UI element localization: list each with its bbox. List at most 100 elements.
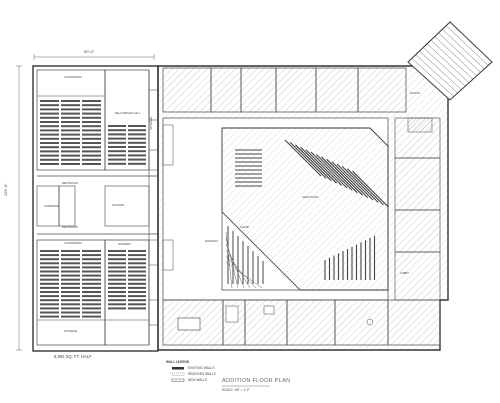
desk-row: [40, 266, 59, 269]
desk-row: [128, 129, 146, 132]
room-label-corridor: CORRIDOR: [44, 205, 59, 208]
room-label-choir: CHOIR: [240, 226, 249, 229]
desk-row: [128, 258, 146, 261]
desk-row: [82, 282, 101, 285]
canopy-slat: [407, 61, 451, 101]
desk-row: [128, 262, 146, 265]
pew-row: [295, 144, 332, 182]
desk-row: [40, 311, 59, 314]
desk-row: [82, 163, 101, 165]
desk-row: [61, 282, 80, 285]
desk-row: [82, 258, 101, 261]
desk-row: [61, 142, 80, 144]
desk-row: [128, 133, 146, 136]
desk-row: [128, 266, 146, 269]
desk-row: [61, 266, 80, 269]
desk-row: [82, 286, 101, 289]
canopy-slat: [446, 25, 489, 66]
desk-row: [61, 133, 80, 136]
desk-row: [128, 286, 146, 289]
desk-row: [108, 266, 126, 269]
desk-row: [128, 299, 146, 302]
desk-row: [40, 315, 59, 318]
desk-row: [40, 108, 59, 111]
desk-row: [82, 266, 101, 269]
desk-row: [40, 282, 59, 285]
desk-row: [82, 303, 101, 306]
desk-row: [61, 278, 80, 281]
pew-row: [305, 149, 343, 186]
desk-row: [61, 100, 80, 102]
room-label-sanctuary: SANCTUARY: [302, 196, 319, 199]
desk-row: [82, 154, 101, 157]
pew-row: [300, 146, 337, 184]
dimension-left: 126'-0": [3, 183, 8, 196]
room-label-fellowship: FELLOWSHIP HALL: [115, 112, 141, 115]
room-label-storage-b: STORAGE: [64, 330, 78, 333]
room-label-restroom-a: RESTROOM: [62, 182, 78, 185]
desk-row: [82, 133, 101, 136]
desk-row: [40, 163, 59, 165]
choir-rail: [225, 237, 239, 289]
desk-row: [82, 311, 101, 314]
wall-legend-item-new: NEW WALLS: [188, 378, 208, 382]
desk-row: [61, 299, 80, 302]
room-label-restroom-b: RESTROOM: [62, 226, 78, 229]
desk-row: [61, 303, 80, 306]
desk-row: [40, 100, 59, 102]
desk-row: [61, 121, 80, 123]
desk-row: [82, 299, 101, 302]
room-label-storage-a: STORAGE: [150, 116, 153, 130]
desk-row: [40, 129, 59, 132]
desk-row: [61, 112, 80, 115]
classroom-seating: [40, 100, 146, 318]
desk-row: [82, 158, 101, 161]
desk-row: [82, 104, 101, 107]
desk-row: [128, 141, 146, 144]
plan-title: ADDITION FLOOR PLAN: [222, 378, 291, 384]
desk-row: [128, 154, 146, 157]
wall-legend-item-removed: REMOVED WALLS: [188, 372, 216, 376]
addition-building: [157, 65, 449, 351]
canopy-slat: [449, 21, 493, 63]
desk-row: [82, 307, 101, 310]
desk-row: [108, 278, 126, 281]
desk-row: [82, 291, 101, 293]
choir-rail: [225, 261, 263, 289]
desk-row: [108, 282, 126, 285]
desk-row: [40, 125, 59, 128]
desk-row: [82, 262, 101, 265]
desk-row: [108, 158, 126, 161]
room-label-office: OFFICE: [410, 92, 421, 95]
desk-row: [40, 307, 59, 310]
desk-row: [82, 100, 101, 102]
desk-row: [128, 146, 146, 148]
desk-row: [108, 274, 126, 277]
desk-row: [40, 142, 59, 144]
dimension-top: 90'-0": [84, 49, 95, 54]
desk-row: [128, 282, 146, 285]
desk-row: [61, 146, 80, 149]
desk-row: [40, 250, 59, 252]
desk-row: [108, 303, 126, 306]
desk-row: [61, 258, 80, 261]
desk-row: [128, 295, 146, 298]
desk-row: [82, 254, 101, 257]
desk-row: [61, 250, 80, 252]
desk-row: [61, 108, 80, 111]
desk-row: [82, 250, 101, 252]
canopy-slat: [415, 54, 458, 94]
desk-row: [108, 162, 126, 165]
desk-row: [61, 125, 80, 128]
desk-row: [61, 270, 80, 273]
canopy-slat: [430, 39, 474, 80]
room-label-kitchen: KITCHEN: [112, 204, 125, 207]
desk-row: [40, 258, 59, 261]
room-label-nursery: NURSERY: [118, 243, 132, 246]
desk-row: [108, 254, 126, 257]
desk-row: [40, 286, 59, 289]
pew-row: [289, 142, 327, 179]
desk-row: [40, 270, 59, 273]
dimension-lines: [16, 54, 155, 351]
